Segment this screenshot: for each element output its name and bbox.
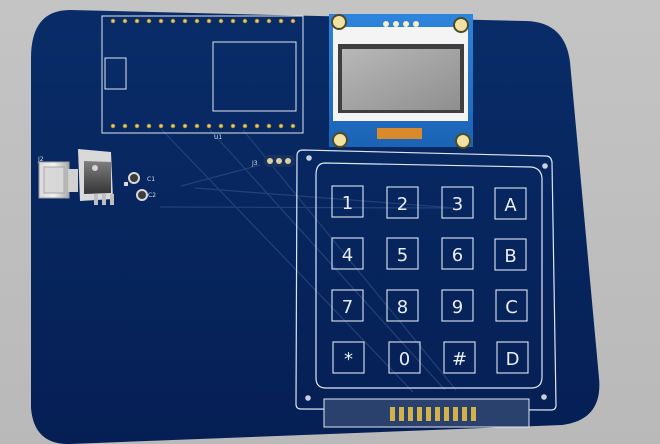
key-hash[interactable]: # — [443, 341, 476, 374]
key-2[interactable]: 2 — [386, 186, 419, 219]
key-6[interactable]: 6 — [441, 237, 474, 270]
microcontroller-bottom-pins — [110, 123, 296, 129]
key-star-label: * — [344, 349, 353, 370]
key-8-label: 8 — [397, 297, 408, 318]
keypad-keys: 1 2 3 A 4 5 6 — [331, 185, 529, 374]
key-star[interactable]: * — [332, 341, 365, 374]
key-9[interactable]: 9 — [441, 289, 474, 322]
key-a[interactable]: A — [494, 187, 527, 220]
key-0[interactable]: 0 — [388, 341, 421, 374]
capacitor-label-2: C2 — [148, 192, 156, 199]
key-1-label: 1 — [342, 193, 353, 214]
key-2-label: 2 — [397, 194, 408, 215]
pcb-board — [31, 10, 600, 444]
key-c[interactable]: C — [495, 289, 528, 322]
three-pin-header: J3 — [251, 155, 295, 167]
key-6-label: 6 — [452, 245, 463, 266]
header-label: J3 — [251, 160, 258, 167]
keypad-footprint — [295, 149, 557, 428]
microcontroller-label: U1 — [214, 134, 222, 141]
regulator-label-left: J2 — [37, 156, 44, 163]
microcontroller-footprint: U1 — [101, 15, 304, 141]
key-d-label: D — [506, 349, 520, 370]
capacitor-label-1: C1 — [147, 176, 155, 183]
key-5[interactable]: 5 — [386, 237, 419, 270]
key-d[interactable]: D — [496, 341, 529, 374]
key-hash-label: # — [452, 349, 467, 370]
board-traces — [159, 129, 457, 393]
key-0-label: 0 — [399, 349, 410, 370]
key-3-label: 3 — [452, 194, 463, 215]
key-3[interactable]: 3 — [441, 186, 474, 219]
key-8[interactable]: 8 — [386, 289, 419, 322]
power-regulator-assembly: J2 C1 C2 — [37, 149, 156, 205]
key-7[interactable]: 7 — [331, 289, 364, 322]
key-7-label: 7 — [342, 297, 353, 318]
key-a-label: A — [504, 195, 517, 216]
key-b-label: B — [504, 246, 516, 267]
key-9-label: 9 — [452, 297, 463, 318]
key-b[interactable]: B — [494, 238, 527, 271]
key-1[interactable]: 1 — [331, 185, 364, 218]
key-4-label: 4 — [342, 245, 353, 266]
key-c-label: C — [505, 297, 518, 318]
key-5-label: 5 — [397, 245, 408, 266]
key-4[interactable]: 4 — [331, 237, 364, 270]
microcontroller-top-pins — [110, 18, 296, 24]
oled-module — [329, 14, 473, 149]
